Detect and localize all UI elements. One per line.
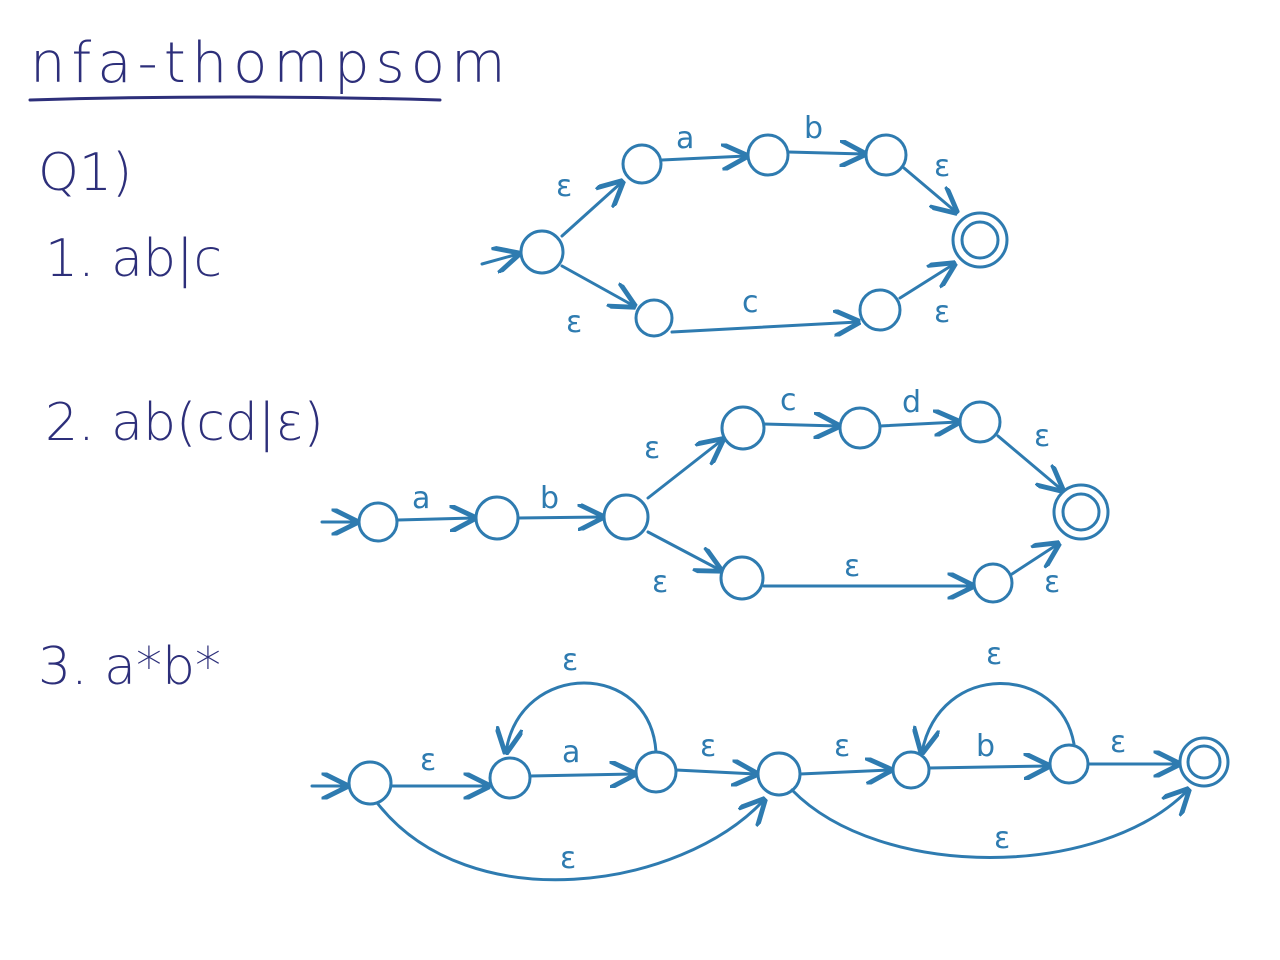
- edge: [376, 800, 764, 882]
- edge: [878, 422, 958, 426]
- edge-label: ε: [844, 549, 860, 584]
- state: [858, 288, 902, 332]
- state: [488, 756, 532, 800]
- state: [746, 133, 790, 177]
- edge-label: ε: [556, 169, 572, 204]
- edge: [762, 424, 838, 426]
- edge-label: ε: [700, 729, 716, 764]
- accept-state-inner: [1061, 492, 1101, 532]
- edge: [560, 264, 634, 306]
- item-1-label: 1. ab|c: [45, 229, 222, 289]
- title-underline: [28, 95, 442, 102]
- state: [357, 501, 399, 543]
- state: [864, 133, 908, 177]
- edge-label: c: [742, 285, 759, 320]
- edge-label: ε: [934, 295, 950, 330]
- edge-label: ε: [420, 743, 436, 778]
- edge: [396, 518, 474, 520]
- edge-label: a: [676, 121, 694, 156]
- state: [347, 760, 393, 806]
- edge-label: ε: [1034, 419, 1050, 454]
- edge: [646, 440, 722, 500]
- nfa-diagram-2: a b ε c d ε ε ε ε: [320, 383, 1110, 604]
- state: [838, 406, 882, 450]
- state: [972, 562, 1014, 604]
- edge-label: b: [804, 111, 823, 146]
- edge: [1010, 544, 1058, 576]
- edge: [516, 517, 602, 518]
- state: [756, 751, 802, 797]
- nfa-diagram-3: ε a ε ε ε ε b ε ε ε: [310, 637, 1230, 882]
- edge: [902, 166, 956, 212]
- nfa-diagram-1: ε a b ε ε c ε: [480, 111, 1009, 340]
- edge: [528, 774, 634, 776]
- state: [634, 298, 674, 338]
- edge: [996, 434, 1062, 490]
- start-arrow: [480, 254, 518, 264]
- edge: [922, 682, 1076, 752]
- state: [1048, 743, 1090, 785]
- edge-label: ε: [834, 729, 850, 764]
- edge-label: ε: [566, 305, 582, 340]
- state: [602, 493, 650, 541]
- accept-state: [1052, 483, 1110, 541]
- edge: [786, 152, 864, 154]
- edge-label: ε: [986, 637, 1002, 672]
- edge: [674, 770, 756, 774]
- item-3-label: 3. a*b*: [38, 637, 221, 697]
- state: [958, 400, 1002, 444]
- edge: [660, 156, 746, 160]
- item-2-label: 2. ab(cd|ε): [45, 393, 324, 453]
- state: [634, 750, 678, 794]
- edge-label: ε: [560, 841, 576, 876]
- accept-state-inner: [1186, 744, 1222, 780]
- edge-label: ε: [1044, 565, 1060, 600]
- edge-label: d: [902, 385, 921, 420]
- state: [720, 405, 766, 451]
- edge-label: ε: [652, 565, 668, 600]
- page-title: nfa-thompsom: [30, 31, 512, 96]
- state: [621, 143, 663, 185]
- edge-label: ε: [644, 431, 660, 466]
- question-label: Q1): [38, 143, 132, 203]
- accept-state: [951, 211, 1009, 269]
- edge: [646, 530, 720, 570]
- edge: [560, 182, 622, 238]
- edge: [506, 681, 658, 752]
- edge: [798, 770, 890, 774]
- edge-label: b: [540, 481, 559, 516]
- edge: [790, 790, 1188, 859]
- edge-label: a: [412, 481, 430, 516]
- edge-label: c: [780, 383, 797, 418]
- edge: [670, 322, 858, 332]
- edge: [898, 264, 954, 300]
- state: [474, 495, 520, 541]
- edge-label: ε: [562, 643, 578, 678]
- edge-label: ε: [994, 821, 1010, 856]
- accept-state-inner: [960, 220, 1000, 260]
- state: [719, 555, 765, 601]
- edge-label: b: [976, 729, 995, 764]
- edge-label: ε: [934, 149, 950, 184]
- edge: [927, 766, 1048, 768]
- state: [891, 750, 931, 790]
- edge-label: a: [562, 735, 580, 770]
- state: [519, 229, 565, 275]
- edge-label: ε: [1110, 725, 1126, 760]
